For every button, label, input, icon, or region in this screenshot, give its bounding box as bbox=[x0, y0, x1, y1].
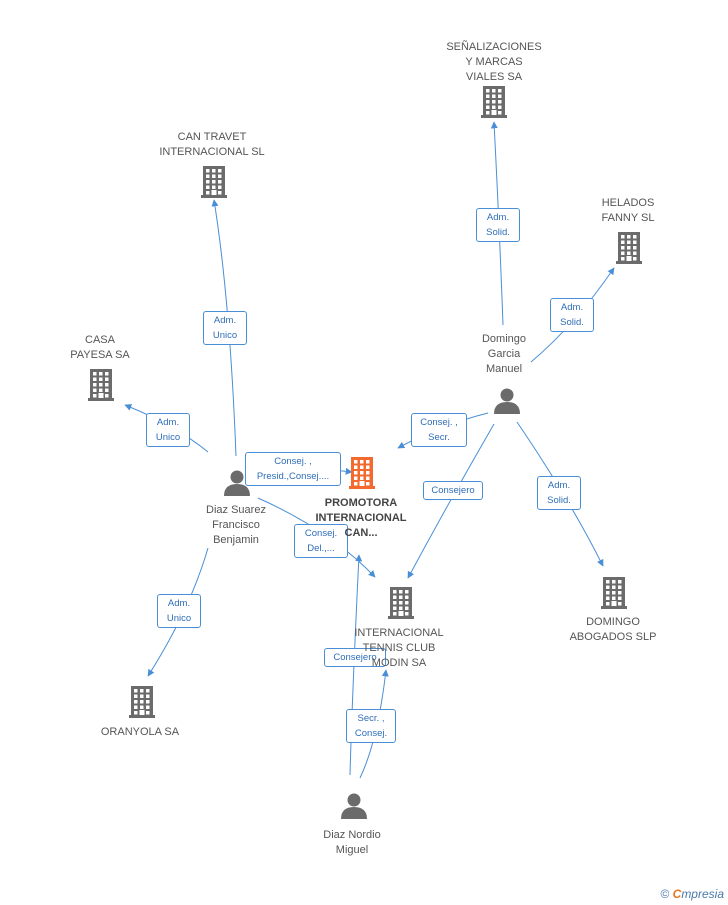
edge-label-e10[interactable]: Adm. Unico bbox=[157, 594, 201, 628]
edge-label-e3[interactable]: Adm. Unico bbox=[203, 311, 247, 345]
building-icon-tennis[interactable] bbox=[388, 587, 414, 619]
edge-label-e7[interactable]: Consejero bbox=[423, 481, 483, 500]
edges-layer bbox=[124, 121, 615, 779]
copyright-icon: © bbox=[660, 887, 670, 901]
node-label-diaznordio[interactable]: Diaz Nordio Miguel bbox=[323, 829, 381, 856]
node-label-diazsuarez[interactable]: Diaz Suarez Francisco Benjamin bbox=[206, 504, 266, 546]
building-icon-senal[interactable] bbox=[481, 86, 507, 118]
edge-label-e2[interactable]: Adm. Solid. bbox=[550, 298, 594, 332]
edge-line-e11 bbox=[349, 554, 363, 776]
edge-label-e12[interactable]: Secr. , Consej. bbox=[346, 709, 396, 743]
building-icon-oranyola[interactable] bbox=[129, 686, 155, 718]
building-icon-domingoab[interactable] bbox=[601, 577, 627, 609]
node-label-casa[interactable]: CASA PAYESA SA bbox=[70, 334, 130, 361]
node-label-senal[interactable]: SEÑALIZACIONES Y MARCAS VIALES SA bbox=[446, 41, 542, 83]
nodes-layer bbox=[88, 86, 642, 819]
node-label-promotora[interactable]: PROMOTORA INTERNACIONAL CAN... bbox=[315, 497, 407, 539]
brand-logo-letter: C bbox=[672, 887, 682, 901]
edge-label-e6[interactable]: Consej. , Presid.,Consej.... bbox=[245, 452, 341, 486]
edge-label-e11[interactable]: Consejero bbox=[324, 648, 386, 667]
edge-label-e9[interactable]: Consej. Del.,... bbox=[294, 524, 348, 558]
edge-label-e4[interactable]: Adm. Unico bbox=[146, 413, 190, 447]
building-icon-casa[interactable] bbox=[88, 369, 114, 401]
node-label-oranyola[interactable]: ORANYOLA SA bbox=[100, 726, 180, 738]
footer-brand[interactable]: © Cmpresia bbox=[660, 887, 724, 901]
building-icon-helados[interactable] bbox=[616, 232, 642, 264]
building-icon-promotora[interactable] bbox=[349, 457, 375, 489]
edge-label-e1[interactable]: Adm. Solid. bbox=[476, 208, 520, 242]
edge-label-e8[interactable]: Adm. Solid. bbox=[537, 476, 581, 510]
building-icon-cantravet[interactable] bbox=[201, 166, 227, 198]
person-icon-diaznordio[interactable] bbox=[341, 793, 367, 820]
node-label-domingo[interactable]: Domingo Garcia Manuel bbox=[481, 333, 527, 375]
node-label-tennis[interactable]: INTERNACIONAL TENNIS CLUB MODIN SA bbox=[354, 627, 444, 669]
node-label-helados[interactable]: HELADOS FANNY SL bbox=[601, 197, 655, 224]
edge-label-e5[interactable]: Consej. , Secr. bbox=[411, 413, 467, 447]
brand-logo-text: mpresia bbox=[681, 887, 724, 901]
node-label-cantravet[interactable]: CAN TRAVET INTERNACIONAL SL bbox=[159, 131, 265, 158]
edge-line-e7 bbox=[407, 423, 495, 579]
person-icon-domingo[interactable] bbox=[494, 388, 520, 415]
person-icon-diazsuarez[interactable] bbox=[224, 470, 250, 497]
node-label-domingoab[interactable]: DOMINGO ABOGADOS SLP bbox=[569, 616, 657, 643]
